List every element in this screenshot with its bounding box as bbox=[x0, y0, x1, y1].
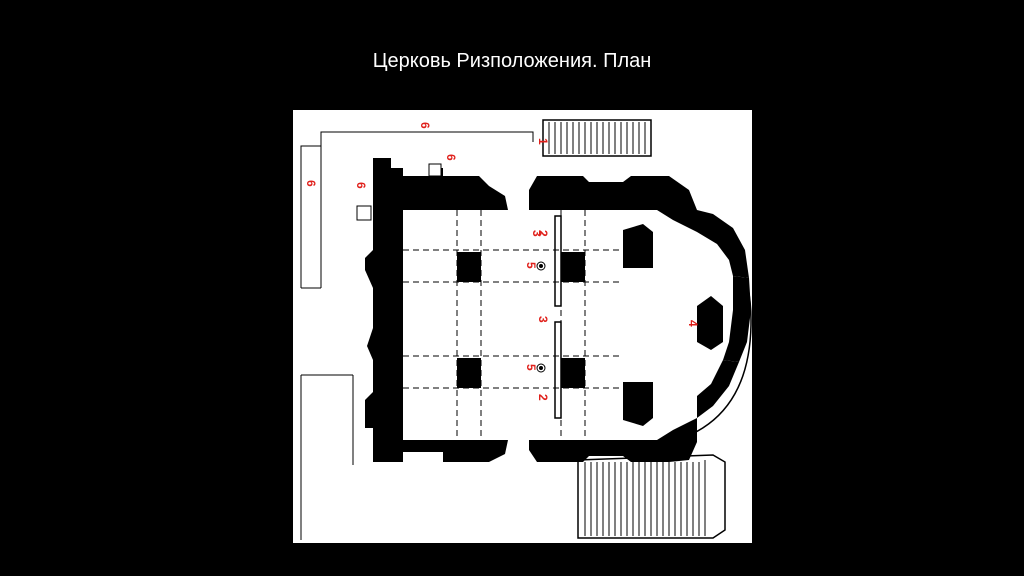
label-5-south: 5 bbox=[524, 364, 538, 371]
floor-markers bbox=[536, 261, 546, 373]
label-6-top: 6 bbox=[418, 122, 432, 129]
apse-interior bbox=[623, 268, 697, 382]
label-6-left: 6 bbox=[304, 180, 318, 187]
label-6-porch: 6 bbox=[444, 154, 458, 161]
apse-outline bbox=[652, 205, 752, 447]
church-walls bbox=[365, 158, 751, 462]
label-3-south: 3 bbox=[530, 230, 544, 237]
south-porch-stairs bbox=[577, 454, 726, 539]
floor-plan: 1 2 2 3 3 4 5 5 6 6 6 6 bbox=[293, 110, 752, 543]
site-outline bbox=[300, 131, 534, 540]
label-4: 4 bbox=[686, 320, 700, 327]
label-3-north: 3 bbox=[536, 316, 550, 323]
floor-plan-drawing: 1 2 2 3 3 4 5 5 6 6 6 6 bbox=[300, 119, 752, 540]
label-1: 1 bbox=[536, 138, 550, 145]
label-2-north: 2 bbox=[536, 230, 550, 237]
label-5-north: 5 bbox=[524, 262, 538, 269]
plan-labels: 1 2 2 3 3 4 5 5 6 6 6 6 bbox=[304, 122, 700, 401]
label-2-south: 2 bbox=[536, 394, 550, 401]
slide-title: Церковь Ризположения. План bbox=[372, 50, 652, 72]
west-details bbox=[356, 163, 442, 221]
label-6-west: 6 bbox=[354, 182, 368, 189]
vault-lines bbox=[403, 210, 623, 440]
north-porch-stairs bbox=[542, 119, 652, 157]
